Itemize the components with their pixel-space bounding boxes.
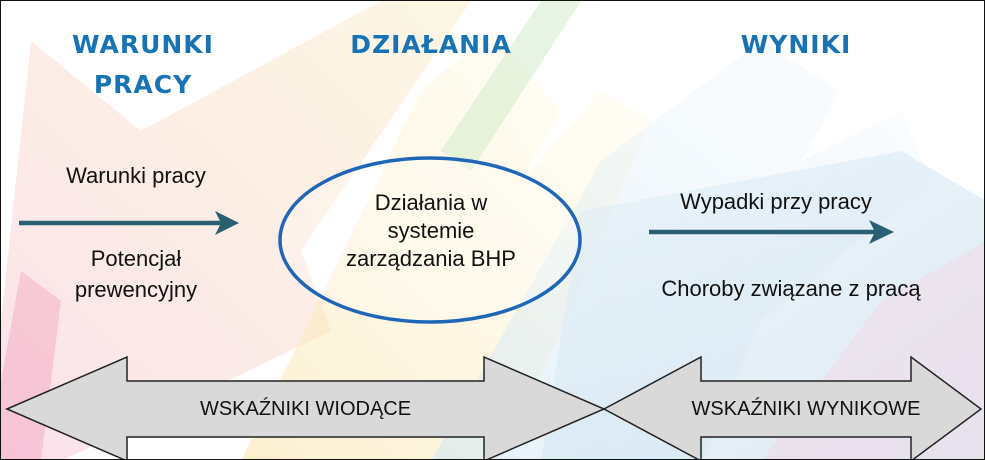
- outcome-indicators-arrow: [602, 355, 983, 459]
- center-ellipse: [278, 156, 582, 324]
- text-prevention-potential: Potencjał prewencyjny: [11, 243, 261, 305]
- heading-results: WYNIKI: [740, 30, 852, 59]
- ellipse-text: Działania w systemie zarządzania BHP: [301, 189, 561, 273]
- ellipse-text-line2: systemie: [387, 218, 475, 243]
- text-work-accidents: Wypadki przy pracy: [680, 189, 872, 214]
- left-flow-arrow-head: [215, 211, 239, 235]
- right-flow-arrow-head: [869, 220, 894, 244]
- bg-green-stripe: [441, 1, 581, 171]
- heading-working-conditions-line2: PRACY: [93, 70, 193, 99]
- bg-pink-arrow: [1, 1, 471, 459]
- text-work-related-diseases: Choroby związane z pracą: [661, 276, 921, 301]
- right-flow-arrow: [649, 220, 894, 244]
- text-working-conditions: Warunki pracy: [66, 163, 206, 188]
- text-prevention-potential-line2: prewencyjny: [74, 277, 198, 302]
- left-flow-arrow: [19, 211, 239, 235]
- heading-actions: DZIAŁANIA: [350, 30, 512, 59]
- leading-indicators-label: WSKAŹNIKI WIODĄCE: [199, 398, 412, 420]
- ellipse-text-line3: zarządzania BHP: [346, 246, 516, 271]
- outcome-indicators-label: WSKAŹNIKI WYNIKOWE: [691, 398, 921, 420]
- ellipse-text-line1: Działania w: [374, 190, 488, 215]
- heading-working-conditions-line1: WARUNKI: [72, 30, 214, 59]
- heading-working-conditions: WARUNKI PRACY: [23, 25, 263, 105]
- text-prevention-potential-line1: Potencjał: [90, 246, 182, 271]
